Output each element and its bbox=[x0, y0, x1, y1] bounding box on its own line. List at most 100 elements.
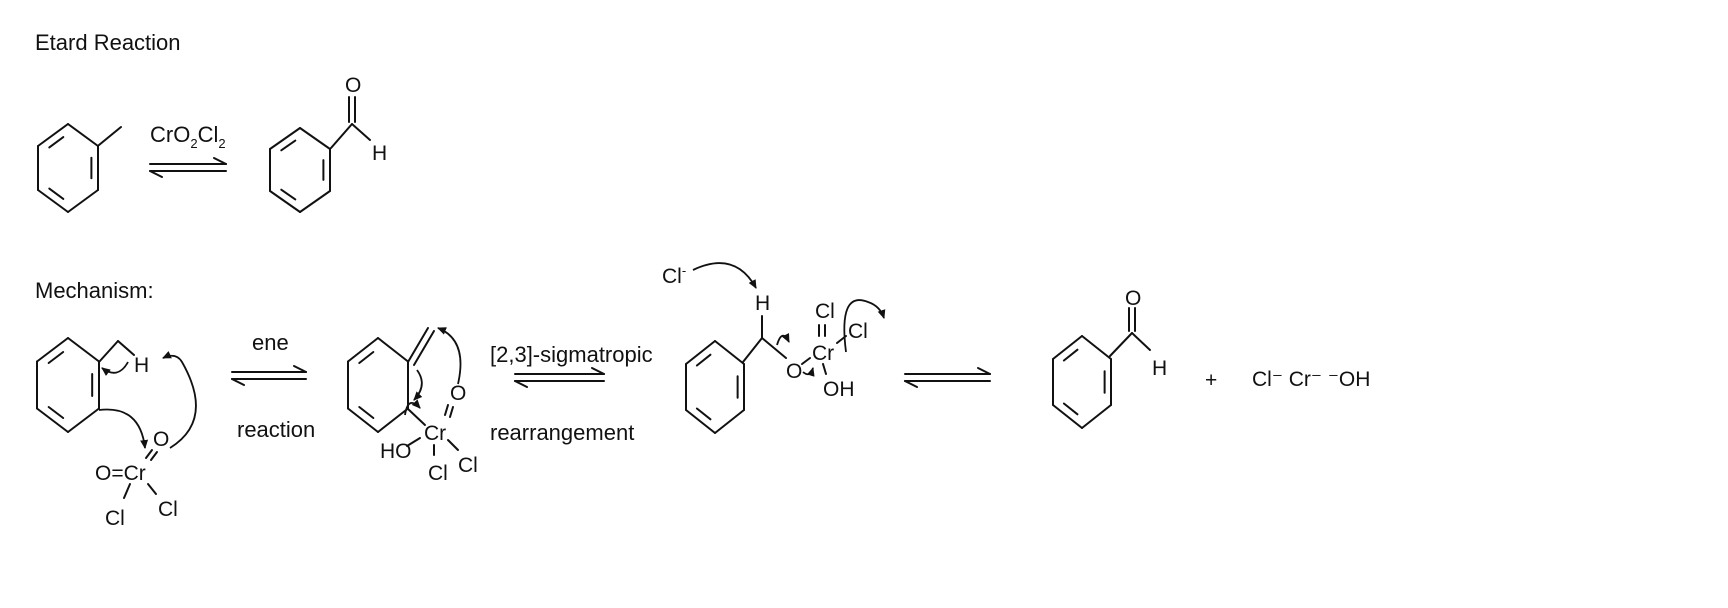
atom-H: H bbox=[1152, 357, 1167, 380]
curved-arrow-icon bbox=[802, 367, 815, 377]
toluene-structure bbox=[37, 123, 99, 213]
ring-bond bbox=[67, 407, 100, 433]
reverse-arrow-head bbox=[231, 378, 245, 386]
step2-top-label: [2,3]-sigmatropic bbox=[490, 342, 653, 367]
cr-oh-bond bbox=[406, 437, 421, 447]
atom-OH: OH bbox=[823, 378, 855, 401]
equilibrium-arrow-4 bbox=[904, 367, 991, 388]
chromyl-chloride-label: O=Cr bbox=[95, 462, 146, 485]
benzylic-bond bbox=[742, 337, 763, 363]
benzylic-bond bbox=[98, 340, 119, 363]
ring-bond bbox=[377, 407, 409, 433]
ring-double-bond bbox=[1062, 348, 1079, 362]
step1-bottom-label: reaction bbox=[237, 417, 315, 442]
benzyl-ring-ester bbox=[685, 340, 745, 434]
forward-arrow-head bbox=[213, 157, 227, 165]
ring-bond bbox=[714, 409, 745, 434]
forward-arrow-head bbox=[293, 365, 307, 373]
step2-bottom-label: rearrangement bbox=[490, 420, 634, 445]
atom-Cr: Cr bbox=[424, 422, 446, 445]
curved-arrow-icon bbox=[413, 369, 423, 401]
benzaldehyde-structure bbox=[269, 127, 331, 213]
ring-double-bond bbox=[47, 351, 65, 365]
atom-Cl: Cl bbox=[158, 498, 178, 521]
atom-Cl: Cl bbox=[428, 462, 448, 485]
ring-bond bbox=[1081, 335, 1112, 360]
atom-O: O bbox=[1125, 287, 1141, 310]
ring-bond bbox=[714, 340, 745, 365]
atom-H: H bbox=[372, 142, 387, 165]
chloride-ion: Cl- bbox=[662, 263, 686, 288]
ring-bond bbox=[67, 337, 100, 363]
cr-cl-bond bbox=[447, 439, 459, 451]
aldehyde-bond bbox=[330, 123, 353, 149]
ene-product-ring bbox=[347, 337, 409, 433]
curved-arrow-icon bbox=[692, 262, 757, 289]
cr-oh-bond bbox=[822, 363, 827, 375]
ring-bond bbox=[299, 127, 331, 150]
equilibrium-arrow-2 bbox=[231, 365, 307, 386]
atom-O: O bbox=[153, 428, 169, 451]
atom-H: H bbox=[134, 354, 149, 377]
curved-arrow-icon bbox=[101, 361, 129, 376]
ring-bond bbox=[1052, 335, 1083, 360]
ring-bond bbox=[36, 407, 69, 433]
ring-double-bond bbox=[695, 407, 712, 421]
ring-bond bbox=[67, 189, 99, 213]
atom-HO: HO bbox=[380, 440, 412, 463]
atom-H: H bbox=[755, 292, 770, 315]
ring-double-bond bbox=[280, 139, 297, 152]
ring-double-bond bbox=[358, 405, 375, 419]
curved-arrow-icon bbox=[776, 333, 790, 346]
ring-bond bbox=[1052, 404, 1083, 429]
ring-bond bbox=[685, 409, 716, 434]
curved-arrow-icon bbox=[437, 327, 462, 385]
reverse-arrow-head bbox=[514, 380, 528, 388]
reverse-arrow-head bbox=[149, 170, 163, 178]
diagram-title: Etard Reaction bbox=[35, 30, 181, 55]
atom-O: O bbox=[450, 382, 466, 405]
atom-Cl: Cl bbox=[105, 507, 125, 530]
ring-bond bbox=[269, 127, 301, 150]
ring-double-bond bbox=[358, 351, 375, 365]
ring-bond bbox=[685, 340, 716, 365]
atom-Cr: Cr bbox=[812, 342, 834, 365]
ring-bond bbox=[347, 337, 379, 363]
ch-bond bbox=[117, 340, 135, 356]
cr-cl-bond bbox=[147, 483, 157, 495]
cr-cl-bond bbox=[123, 483, 131, 499]
exocyclic-double-b bbox=[413, 330, 435, 366]
cr-o-double-a bbox=[444, 404, 449, 416]
atom-Cl: Cl bbox=[815, 300, 835, 323]
cr-o-double-b bbox=[150, 451, 158, 461]
aldehyde-h-bond bbox=[351, 123, 371, 141]
ring-double-bond bbox=[695, 353, 712, 367]
curved-arrow-icon bbox=[98, 408, 149, 449]
methyl-bond bbox=[98, 126, 122, 146]
cr-o-double-b bbox=[449, 406, 454, 418]
curved-arrow-icon bbox=[404, 399, 421, 416]
c-o-bond bbox=[761, 337, 787, 359]
atom-Cl: Cl bbox=[458, 454, 478, 477]
equilibrium-arrow-1 bbox=[149, 157, 227, 178]
atom-O: O bbox=[786, 360, 802, 383]
o-cr-bond bbox=[801, 357, 811, 365]
reagent-label: CrO2Cl2 bbox=[150, 122, 226, 151]
step1-top-label: ene bbox=[252, 330, 289, 355]
forward-arrow-head bbox=[591, 367, 605, 375]
cr-o-double-a bbox=[145, 449, 153, 459]
curved-arrow-icon bbox=[162, 351, 197, 449]
aldehyde-bond bbox=[1109, 332, 1133, 357]
ring-double-bond bbox=[47, 405, 65, 419]
ring-bond bbox=[299, 190, 331, 213]
aldehyde-h-bond bbox=[1131, 332, 1151, 351]
c-cr-bond bbox=[407, 408, 426, 426]
ring-double-bond bbox=[1062, 402, 1079, 416]
byproducts-label: Cl⁻ Cr⁻ ⁻OH bbox=[1252, 368, 1370, 391]
ring-bond bbox=[67, 123, 99, 147]
ring-bond bbox=[37, 189, 69, 213]
plus-sign: + bbox=[1205, 369, 1217, 392]
reverse-arrow-head bbox=[904, 380, 918, 388]
ring-bond bbox=[1081, 404, 1112, 429]
